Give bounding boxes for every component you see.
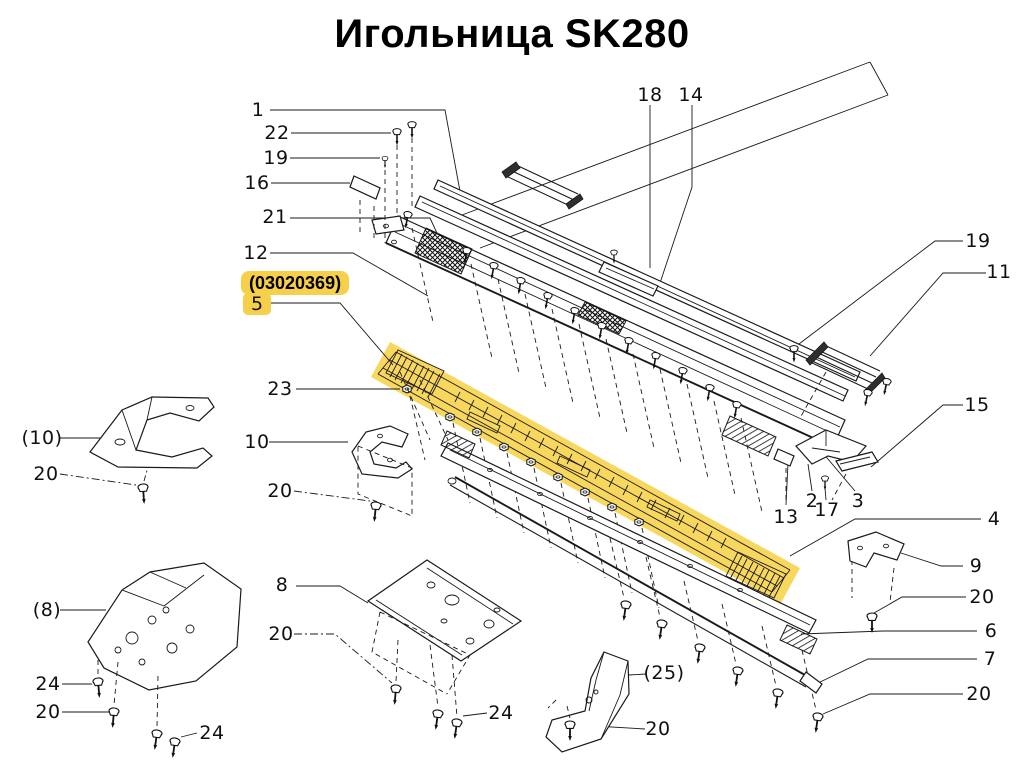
part-label-7-33: 7 [983, 648, 997, 670]
part-label-20-10: 20 [33, 463, 59, 485]
part-label-20-16: 20 [268, 623, 294, 645]
top-cover-outline [461, 61, 889, 249]
plate-8-center [366, 559, 523, 741]
part-label-19-22: 19 [965, 230, 991, 252]
part-label-21-4: 21 [262, 206, 288, 228]
part-label-22-1: 22 [264, 122, 290, 144]
part-label-20-34: 20 [966, 683, 992, 705]
top-plate-part1 [414, 179, 861, 402]
rail-part7 [447, 476, 823, 694]
screws-misc [381, 120, 418, 169]
bracket-25 [545, 651, 630, 753]
part-label-14-21: 14 [678, 84, 704, 106]
part-label-17-27: 17 [814, 499, 840, 521]
part-label-8-15: 8 [275, 574, 289, 596]
plate-part6 [440, 430, 818, 655]
part-label-20-13: 20 [35, 701, 61, 723]
highlight-part-code: (03020369) [241, 271, 350, 295]
rails-top [501, 161, 584, 210]
part-label-18-20: 18 [637, 84, 663, 106]
part-label-11-23: 11 [986, 261, 1012, 283]
needle-bed-part5-lines [377, 349, 791, 600]
bracket-10-left [89, 396, 215, 506]
part-label-10-9: (10) [21, 427, 63, 449]
bar-part14 [598, 261, 659, 297]
part-label-16-3: 16 [244, 172, 270, 194]
part-label-25-18: (25) [643, 662, 685, 684]
part-label-24-12: 24 [35, 673, 61, 695]
part-label-6-32: 6 [984, 620, 998, 642]
bracket-9 [847, 531, 905, 634]
part-label-2-26: 2 [805, 490, 819, 512]
page-title: Игольница SK280 [334, 12, 690, 56]
highlight-part-number: 5 [243, 293, 271, 315]
plate-part12 [371, 215, 846, 457]
part-label-15-24: 15 [964, 394, 990, 416]
part-label-20-31: 20 [969, 586, 995, 608]
cap-13 [773, 448, 795, 467]
part-label-20-8: 20 [267, 480, 293, 502]
part-label-1-0: 1 [251, 99, 265, 121]
part-label-13-25: 13 [773, 506, 799, 528]
part-label-19-2: 19 [263, 147, 289, 169]
part-label-12-5: 12 [243, 242, 269, 264]
leader-lines [59, 105, 986, 738]
sheet-8-left [87, 562, 242, 760]
part-label-23-6: 23 [267, 378, 293, 400]
part-label-4-29: 4 [987, 508, 1001, 530]
part-label-10-7: 10 [244, 431, 270, 453]
needle-bed-part5-highlight [371, 342, 800, 603]
part-label-3-28: 3 [851, 490, 865, 512]
bracket-10-center [351, 425, 413, 524]
part-label-9-30: 9 [969, 555, 983, 577]
bracket-16 [349, 175, 381, 200]
part-label-24-17: 24 [488, 702, 514, 724]
part-label-20-19: 20 [645, 718, 671, 740]
part-label-8-11: (8) [32, 599, 62, 621]
part-label-24-14: 24 [199, 722, 225, 744]
bar-15 [835, 451, 879, 472]
